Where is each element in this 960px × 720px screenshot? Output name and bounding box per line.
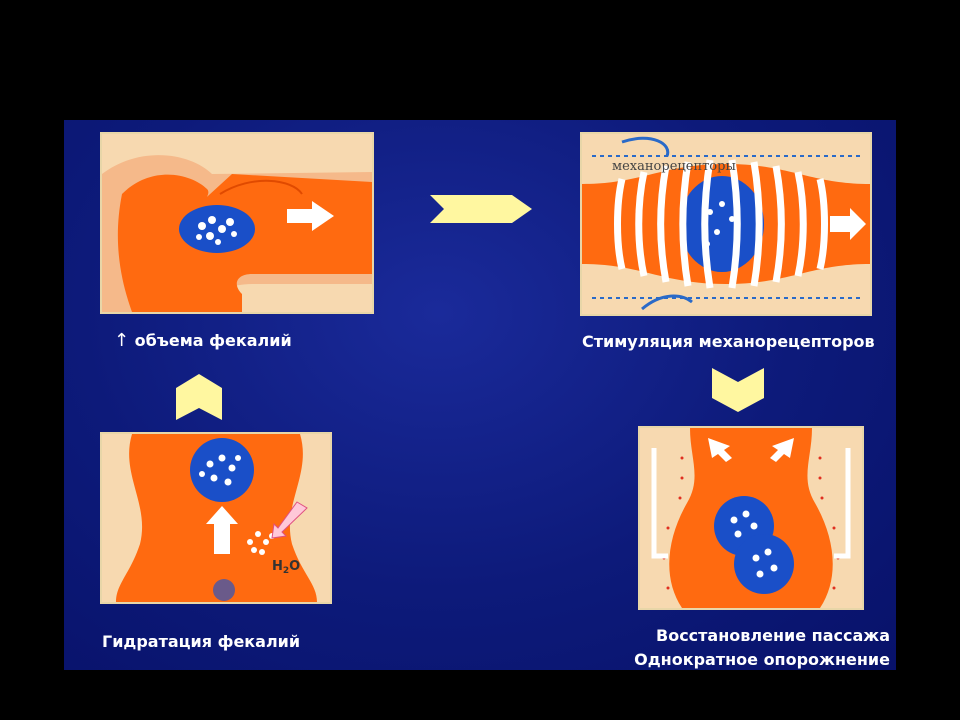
- up-arrow-icon: ↑: [114, 330, 130, 351]
- panel-mechanoreceptor-stimulation: механорецепторы: [580, 132, 872, 316]
- caption-volume-text: объема фекалий: [134, 331, 292, 350]
- caption-hydration: Гидратация фекалий: [102, 632, 301, 651]
- caption-restore-line1: Восстановление пассажа: [656, 626, 890, 645]
- colon-segment-illustration: [102, 134, 372, 312]
- fecal-pellet: [680, 176, 764, 272]
- hydration-illustration: H2O: [102, 434, 330, 602]
- caption-restore-line2: Однократное опорожнение: [634, 650, 890, 669]
- caption-volume-increase: ↑ объема фекалий: [114, 330, 292, 351]
- fecal-pellet: [190, 438, 254, 502]
- water-influx-arrow: [271, 501, 308, 539]
- mechanoreceptor-illustration: механорецепторы: [582, 134, 870, 314]
- water-label: H2O: [272, 559, 300, 576]
- panel-restored-passage: [638, 426, 864, 610]
- caption-stimulation: Стимуляция механорецепторов: [582, 332, 875, 351]
- fecal-pellet-2: [734, 534, 794, 594]
- direction-arrow: [287, 201, 334, 231]
- flow-arrow-down: [712, 368, 764, 412]
- flow-arrow-up: [176, 374, 222, 420]
- osmotic-particle: [213, 579, 235, 601]
- mechanoreceptors-label: механорецепторы: [612, 159, 736, 174]
- evacuation-illustration: [640, 428, 862, 608]
- panel-hydration: H2O: [100, 432, 332, 604]
- slide-background: механорецепторы H2O: [64, 120, 896, 670]
- panel-volume-increase: [100, 132, 374, 314]
- upward-arrow: [206, 506, 238, 554]
- flow-arrow-right: [430, 195, 532, 223]
- fecal-pellet: [179, 205, 255, 253]
